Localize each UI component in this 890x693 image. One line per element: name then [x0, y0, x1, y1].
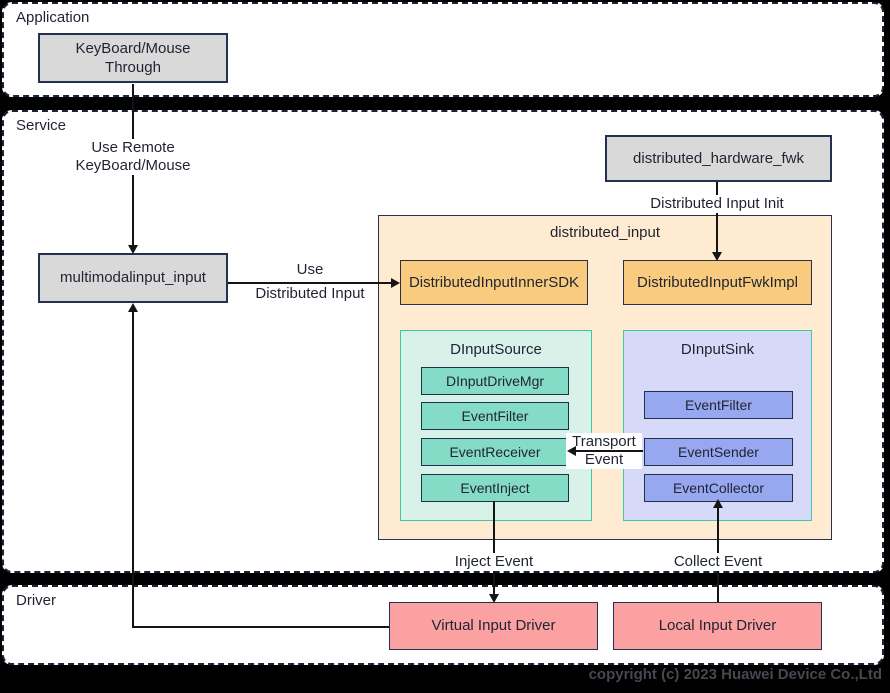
edge-fwk-init-line: [716, 182, 718, 252]
service-layer-label: Service: [16, 117, 67, 134]
dinput-sink-title: DInputSink: [680, 341, 755, 358]
arrowhead-right-icon: [391, 278, 400, 288]
arrowhead-down-icon: [128, 245, 138, 254]
edge-transport-event-line: [575, 450, 643, 452]
container-dinput-sink: DInputSink EventFilter EventSender Event…: [623, 330, 812, 521]
node-event-sender: EventSender: [644, 438, 793, 466]
node-virtual-input-driver: Virtual Input Driver: [389, 602, 598, 650]
node-distributed-hardware-fwk: distributed_hardware_fwk: [605, 135, 832, 182]
node-local-input-driver: Local Input Driver: [613, 602, 822, 650]
node-source-event-filter: EventFilter: [421, 402, 569, 430]
node-multimodalinput-input: multimodalinput_input: [38, 253, 228, 303]
node-distributed-input-fwk-impl: DistributedInputFwkImpl: [623, 260, 812, 305]
edge-inject-event-line: [493, 501, 495, 596]
node-event-receiver: EventReceiver: [421, 438, 569, 466]
node-distributed-input-inner-sdk: DistributedInputInnerSDK: [400, 260, 588, 305]
node-keyboard-mouse-through: KeyBoard/Mouse Through: [38, 33, 228, 83]
edge-use-distributed-line: [228, 282, 392, 284]
arrowhead-down-icon: [712, 252, 722, 261]
node-event-inject: EventInject: [421, 474, 569, 502]
arrowhead-down-icon: [489, 594, 499, 603]
distributed-input-title: distributed_input: [549, 224, 661, 241]
container-dinput-source: DInputSource DInputDriveMgr EventFilter …: [400, 330, 592, 521]
edge-label-use-remote: Use Remote KeyBoard/Mouse: [58, 139, 208, 175]
arrowhead-up-icon: [128, 303, 138, 312]
edge-label-distributed-input-init: Distributed Input Init: [630, 195, 804, 213]
edge-driver-to-multimodal-vline: [132, 311, 134, 627]
application-layer-label: Application: [16, 9, 90, 26]
edge-label-distributed-input: Distributed Input: [255, 285, 365, 302]
arrowhead-left-icon: [567, 446, 576, 456]
edge-label-inject-event: Inject Event: [440, 553, 548, 571]
node-event-collector: EventCollector: [644, 474, 793, 502]
copyright-text: copyright (c) 2023 Huawei Device Co.,Ltd: [588, 666, 882, 683]
arrowhead-up-icon: [713, 499, 723, 508]
edge-label-use: Use: [296, 261, 324, 278]
edge-label-collect-event: Collect Event: [662, 553, 774, 571]
node-dinput-drive-mgr: DInputDriveMgr: [421, 367, 569, 395]
dinput-source-title: DInputSource: [450, 341, 542, 358]
node-sink-event-filter: EventFilter: [644, 391, 793, 419]
edge-driver-to-multimodal-hline: [132, 626, 389, 628]
driver-layer-label: Driver: [16, 592, 56, 609]
